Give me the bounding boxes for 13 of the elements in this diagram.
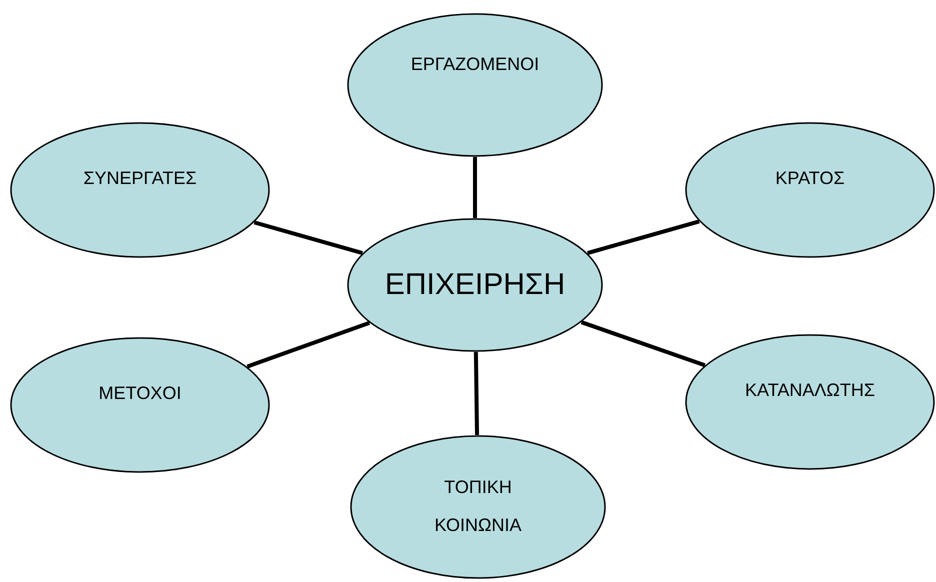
node-label: ΜΕΤΟΧΟΙ bbox=[98, 383, 182, 405]
node-label: ΕΡΓΑΖΟΜΕΝΟΙ bbox=[410, 54, 540, 76]
node-label: ΕΠΙΧΕΙΡΗΣΗ bbox=[384, 267, 566, 303]
node-label: ΤΟΠΙΚΗ ΚΟΙΝΩΝΙΑ bbox=[434, 476, 522, 537]
node-label: ΚΑΤΑΝΑΛΩΤΗΣ bbox=[744, 380, 876, 402]
connector-line bbox=[580, 320, 706, 368]
node-label: ΣΥΝΕΡΓΑΤΕΣ bbox=[82, 168, 198, 190]
connector-line bbox=[587, 220, 700, 255]
connector-line bbox=[254, 220, 363, 255]
node-label: ΚΡΑΤΟΣ bbox=[774, 168, 846, 190]
connector-line bbox=[473, 157, 477, 218]
connector-line bbox=[246, 320, 370, 368]
connector-line bbox=[474, 352, 480, 436]
